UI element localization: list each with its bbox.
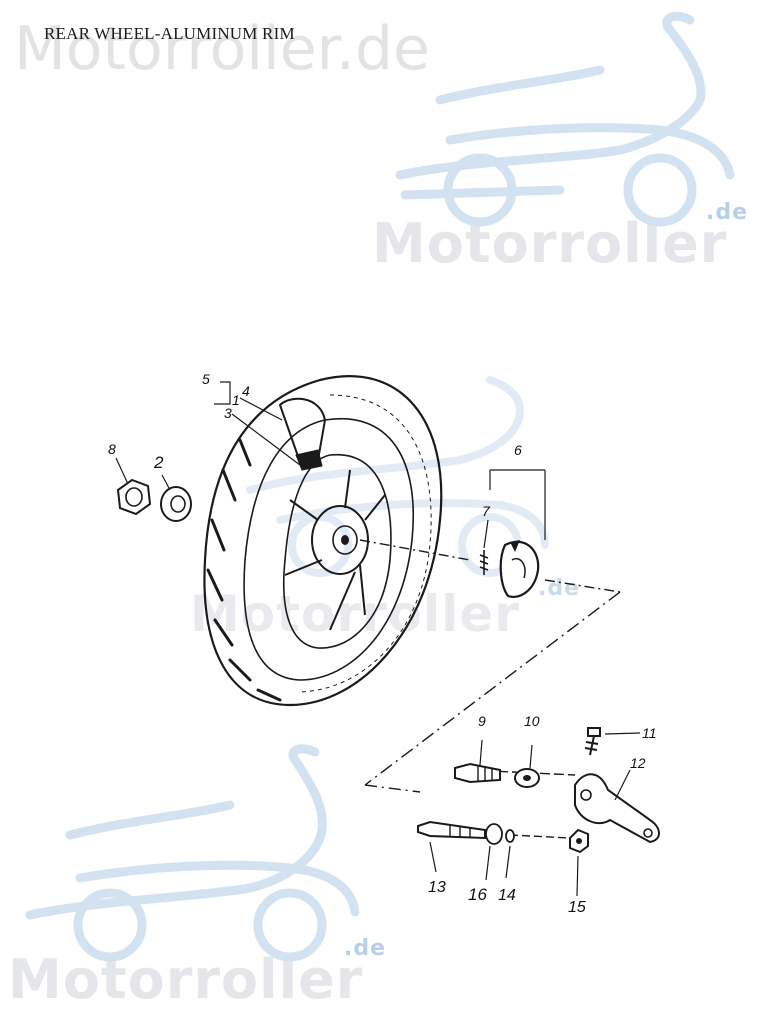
callout-3: 3: [224, 405, 232, 421]
part-9-bolt: [454, 762, 501, 784]
callout-16: 16: [468, 885, 487, 904]
rear-wheel-assembly: [203, 375, 443, 707]
part-16-washer: [485, 823, 503, 845]
callout-5: 5: [202, 371, 210, 387]
callout-10: 10: [524, 713, 540, 729]
scooter-watermark-logo: [246, 376, 549, 577]
callout-11: 11: [642, 725, 657, 741]
scooter-watermark-logo: [395, 11, 735, 227]
part-14-washer: [505, 829, 515, 843]
part-6-brake-shoe: [499, 540, 540, 598]
part-11-bolt: [584, 727, 601, 756]
callout-8: 8: [108, 441, 116, 457]
scooter-watermark-logo: [25, 744, 360, 962]
callout-4: 4: [242, 383, 250, 399]
callout-14: 14: [498, 887, 516, 904]
part-7-spring: [479, 550, 489, 575]
callout-7: 7: [482, 503, 491, 519]
part-8-nut: [116, 478, 152, 516]
callout-15: 15: [568, 899, 586, 916]
callout-13: 13: [428, 879, 446, 896]
watermark-tld-text: .de: [538, 576, 581, 601]
watermark-tld-text: .de: [344, 936, 387, 961]
callout-9: 9: [478, 713, 486, 729]
callout-12: 12: [630, 755, 646, 771]
watermark-tld-text: .de: [706, 200, 749, 225]
callout-1: 1: [232, 392, 240, 408]
callout-2: 2: [153, 453, 164, 472]
part-13-bolt: [417, 820, 486, 840]
part-12-brake-arm: [574, 773, 660, 844]
watermark-url-text: Motorroller.de: [14, 14, 430, 84]
leader-lines: [115, 381, 641, 897]
callout-6: 6: [514, 442, 522, 458]
part-2-collar: [160, 486, 192, 522]
part-10-washer: [514, 768, 540, 788]
part-15-nut: [569, 828, 589, 854]
page-title: REAR WHEEL-ALUMINUM RIM: [44, 24, 295, 43]
